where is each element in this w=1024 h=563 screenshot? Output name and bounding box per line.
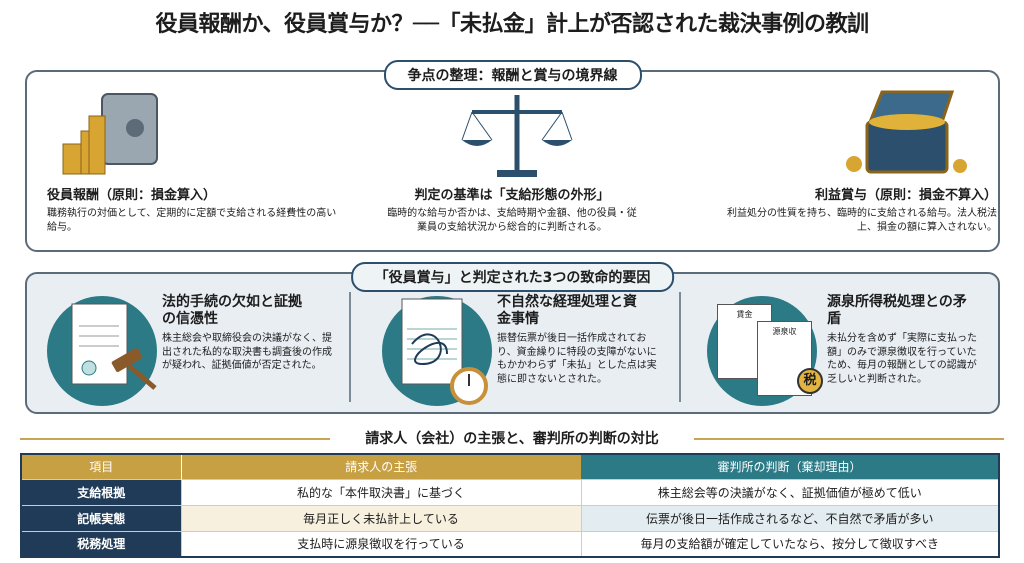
tangled-ledger-stopwatch-icon [401,298,488,405]
comparison-title: 請求人（会社）の主張と、審判所の判断の対比 [365,431,659,447]
issue-text: 職務執行の対価として、定期的に定額で支給される経費性の高い給与。 [47,208,337,233]
factor-text: 振替伝票が後日一括作成されており、資金繰りに特段の支障がないにもかかわらず「未払… [497,333,657,385]
factor-heading: 法的手続の欠如と証拠の信憑性 [162,294,302,327]
issue-criteria: 判定の基準は「支給形態の外形」 臨時的な給与か否かは、支給時期や金額、他の役員・… [357,184,667,235]
table-row: 記帳実態 毎月正しく未払計上している 伝票が後日一括作成されるなど、不自然で矛盾… [21,504,999,531]
scales-icon [461,95,573,177]
row-label: 記帳実態 [21,504,181,531]
factors-panel: 「役員賞与」と判定された3つの致命的要因 法的手続の欠如と証拠の信憑性 株主総会… [25,262,1000,414]
issue-salary: 役員報酬（原則：損金算入） 職務執行の対価として、定期的に定額で支給される経費性… [47,184,337,235]
header-claim: 請求人の主張 [180,454,581,479]
gavel-document-icon [71,303,157,390]
table-row: 税務処理 支払時に源泉徴収を行っている 毎月の支給額が確定していたなら、按分して… [21,530,999,557]
page-title: 役員報酬か、役員賞与か？──「未払金」計上が否認された裁決事例の教訓 [155,12,869,37]
factor-withholding: 源泉所得税処理との矛盾 未払分を含めず「実際に支払った額」のみで源泉徴収を行って… [827,294,1024,386]
issues-panel: 争点の整理：報酬と賞与の境界線 役員報酬（原則：損金算入） 職務執行の対価として… [25,60,1000,252]
issues-header: 争点の整理：報酬と賞与の境界線 [383,60,642,90]
factor-text: 未払分を含めず「実際に支払った額」のみで源泉徴収を行っていたため、毎月の報酬とし… [827,333,977,385]
row-label: 支給根拠 [21,478,181,505]
table-row: 支給根拠 私的な「本件取決書」に基づく 株主総会等の決議がなく、証拠価値が極めて… [21,478,999,505]
factors-header: 「役員賞与」と判定された3つの致命的要因 [350,262,675,292]
factor-heading: 不自然な経理処理と資金事情 [497,294,637,327]
judgment-cell: 毎月の支給額が確定していたなら、按分して徴収すべき [580,530,999,557]
table-header: 項目 請求人の主張 審判所の判断（棄却理由） [21,454,999,479]
comparison-section-title: 請求人（会社）の主張と、審判所の判断の対比 [20,428,1004,448]
factor-text: 株主総会や取締役会の決議がなく、提出された私的な取決書も調査後の作成が疑われ、証… [162,333,332,371]
coins-safe-icon [62,93,158,175]
claim-cell: 支払時に源泉徴収を行っている [180,530,581,557]
claim-cell: 毎月正しく未払計上している [180,504,581,531]
issue-text: 臨時的な給与か否かは、支給時期や金額、他の役員・従業員の支給状況から総合的に判断… [387,208,637,233]
judgment-cell: 株主総会等の決議がなく、証拠価値が極めて低い [580,478,999,505]
claim-cell: 私的な「本件取決書」に基づく [180,478,581,505]
issue-heading: 利益賞与（原則：損金不算入） [814,188,997,203]
issue-heading: 判定の基準は「支給形態の外形」 [414,188,610,203]
comparison-table: 項目 請求人の主張 審判所の判断（棄却理由） 支給根拠 私的な「本件取決書」に基… [20,453,1000,558]
issue-heading: 役員報酬（原則：損金算入） [47,188,217,203]
judgment-cell: 伝票が後日一括作成されるなど、不自然で矛盾が多い [580,504,999,531]
factor-accounting: 不自然な経理処理と資金事情 振替伝票が後日一括作成されており、資金繰りに特段の支… [497,294,797,386]
row-label: 税務処理 [21,530,181,557]
tax-badge: 税 [797,368,823,394]
tax-documents-icon: 賃金 源泉収 税 [712,296,832,401]
header-item: 項目 [21,454,181,479]
factor-heading: 源泉所得税処理との矛盾 [827,294,967,327]
header-judgment: 審判所の判断（棄却理由） [581,454,999,479]
issue-bonus: 利益賞与（原則：損金不算入） 利益処分の性質を持ち、臨時的に支給される給与。法人… [727,184,997,235]
issue-text: 利益処分の性質を持ち、臨時的に支給される給与。法人税法上、損金の額に算入されない… [727,208,997,233]
treasure-chest-icon [846,90,967,174]
factor-legal: 法的手続の欠如と証拠の信憑性 株主総会や取締役会の決議がなく、提出された私的な取… [162,294,462,373]
